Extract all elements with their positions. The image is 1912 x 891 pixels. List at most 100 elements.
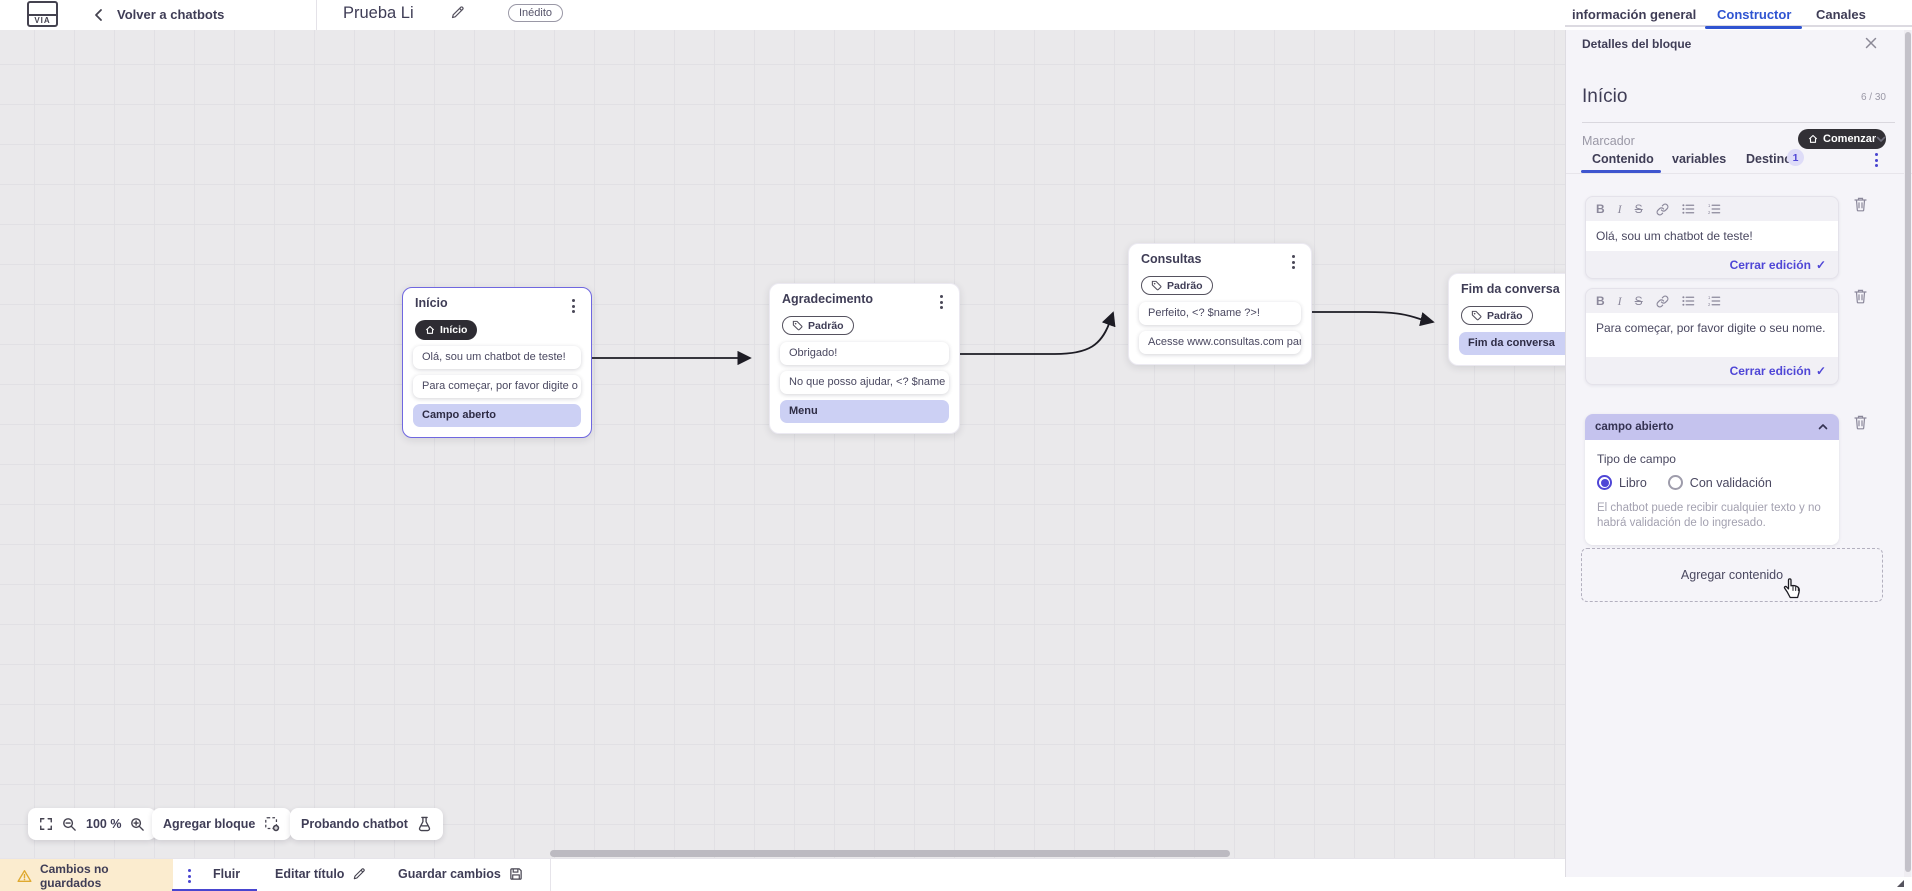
block-name-input[interactable]: Início	[1582, 86, 1628, 107]
node-end-row[interactable]: Fim da conversa	[1459, 332, 1565, 355]
node-menu-row[interactable]: Menu	[780, 400, 949, 423]
node-agradecimento[interactable]: Agradecimento Padrão Obrigado! No que po…	[769, 283, 960, 434]
node-open-field-row[interactable]: Campo aberto	[413, 404, 581, 427]
close-panel-button[interactable]	[1864, 36, 1878, 50]
bullet-list-button[interactable]	[1682, 203, 1695, 215]
delete-content-button[interactable]	[1853, 196, 1868, 212]
open-field-header[interactable]: campo abierto	[1585, 414, 1839, 440]
node-content-row[interactable]: Acesse www.consultas.com par...	[1139, 331, 1301, 354]
tab-constructor[interactable]: Constructor	[1717, 7, 1792, 22]
check-icon: ✓	[1815, 363, 1826, 378]
scrollbar-corner	[1897, 880, 1904, 887]
open-field-body: Tipo de campo Libro Con validación El ch…	[1585, 440, 1839, 545]
node-content-row[interactable]: Olá, sou um chatbot de teste!	[413, 346, 581, 369]
panel-menu-button[interactable]	[1871, 150, 1882, 170]
node-title: Agradecimento	[782, 292, 873, 306]
back-to-chatbots-link[interactable]: Volver a chatbots	[117, 7, 225, 22]
radio-con-validacion-label[interactable]: Con validación	[1689, 475, 1772, 490]
node-consultas[interactable]: Consultas Padrão Perfeito, <? $name ?>! …	[1128, 243, 1312, 365]
app-logo[interactable]: VIA	[27, 1, 58, 27]
radio-libro-label[interactable]: Libro	[1619, 475, 1647, 490]
flow-canvas[interactable]: Início Início Olá, sou um chatbot de tes…	[0, 30, 1565, 858]
connection-wires	[592, 311, 1435, 366]
warning-icon	[17, 869, 32, 882]
test-chatbot-button[interactable]: Probando chatbot	[290, 808, 443, 840]
unsaved-changes-label: Cambios no guardados	[39, 861, 109, 890]
marker-dropdown-button[interactable]	[1875, 133, 1887, 145]
fit-view-button[interactable]	[39, 817, 53, 831]
svg-text:1: 1	[1708, 203, 1711, 208]
svg-text:2: 2	[1708, 302, 1711, 307]
bold-button[interactable]: B	[1596, 202, 1605, 216]
chevron-down-icon	[1876, 136, 1886, 142]
tag-icon	[1471, 310, 1482, 321]
tab-canales[interactable]: Canales	[1816, 7, 1866, 22]
zoom-controls: 100 %	[28, 808, 157, 840]
node-inicio[interactable]: Início Início Olá, sou um chatbot de tes…	[402, 287, 592, 438]
zoom-out-button[interactable]	[62, 817, 77, 832]
radio-libro[interactable]	[1597, 475, 1612, 490]
node-content-row[interactable]: Para começar, por favor digite o ...	[413, 375, 581, 398]
zoom-in-button[interactable]	[130, 817, 145, 832]
tab-fluir[interactable]: Fluir	[213, 867, 241, 881]
strikethrough-button[interactable]: S	[1634, 294, 1643, 308]
zoom-level: 100 %	[86, 817, 122, 831]
back-button[interactable]	[92, 8, 106, 22]
panel-scrollbar[interactable]	[1904, 32, 1911, 872]
tab-contenido[interactable]: Contenido	[1592, 152, 1654, 166]
destino-count-badge: 1	[1787, 149, 1804, 166]
wire-agradecimento-consultas	[960, 311, 1116, 355]
radio-con-validacion[interactable]	[1667, 475, 1683, 490]
link-button[interactable]	[1656, 295, 1669, 308]
message-text-input[interactable]: Olá, sou um chatbot de teste!	[1586, 221, 1838, 251]
char-counter: 6 / 30	[1860, 92, 1886, 103]
delete-content-button[interactable]	[1853, 288, 1868, 304]
bold-button[interactable]: B	[1596, 294, 1605, 308]
chevron-left-icon	[95, 9, 102, 21]
node-content-row[interactable]: Obrigado!	[780, 342, 949, 365]
message-text-input[interactable]: Para começar, por favor digite o seu nom…	[1586, 313, 1838, 357]
default-marker-pill: Padrão	[1461, 306, 1533, 325]
node-fim-da-conversa[interactable]: Fim da conversa Padrão Fim da conversa	[1448, 273, 1565, 366]
node-menu-button[interactable]	[1288, 252, 1299, 272]
horizontal-scrollbar[interactable]	[550, 850, 1230, 857]
panel-bottom-strip	[1565, 877, 1912, 891]
node-content-row[interactable]: Perfeito, <? $name ?>!	[1139, 302, 1301, 325]
link-button[interactable]	[1656, 203, 1669, 216]
active-panel-tab-underline	[1581, 170, 1661, 173]
tab-destino[interactable]: Destino	[1746, 152, 1792, 166]
block-details-panel: Detalles del bloque Início 6 / 30 Marcad…	[1565, 30, 1912, 877]
node-content-row[interactable]: No que posso ajudar, <? $name ...	[780, 371, 949, 394]
italic-button[interactable]: I	[1617, 201, 1622, 216]
open-field-card: campo abierto Tipo de campo Libro Con va…	[1585, 414, 1839, 545]
active-tab-underline	[1705, 26, 1802, 29]
close-edit-button[interactable]: Cerrar edición ✓	[1729, 363, 1826, 378]
node-menu-button[interactable]	[936, 292, 947, 312]
close-edit-button[interactable]: Cerrar edición ✓	[1729, 257, 1826, 272]
block-name-underline	[1582, 122, 1895, 123]
field-type-label: Tipo de campo	[1597, 452, 1676, 466]
edit-title-pencil-icon[interactable]	[450, 5, 465, 20]
save-changes-button[interactable]: Guardar cambios	[398, 867, 523, 881]
tab-informacion-general[interactable]: información general	[1572, 7, 1697, 22]
tab-variables[interactable]: variables	[1672, 152, 1727, 166]
top-bar: VIA Volver a chatbots Prueba Li Inédito …	[0, 0, 1912, 30]
panel-title: Detalles del bloque	[1582, 37, 1692, 51]
add-content-button[interactable]: Agregar contenido	[1581, 548, 1883, 602]
marker-value-pill[interactable]: Comenzar	[1798, 129, 1887, 149]
field-type-description: El chatbot puede recibir cualquier texto…	[1597, 502, 1821, 529]
home-icon	[425, 325, 435, 334]
flow-menu-button[interactable]	[184, 866, 195, 886]
bullet-list-button[interactable]	[1682, 295, 1695, 307]
strikethrough-button[interactable]: S	[1634, 202, 1643, 216]
italic-button[interactable]: I	[1617, 293, 1622, 308]
delete-open-field-button[interactable]	[1853, 414, 1868, 430]
add-block-button[interactable]: Agregar bloque	[152, 808, 292, 840]
svg-text:2: 2	[1708, 210, 1711, 215]
edit-title-button[interactable]: Editar título	[275, 867, 366, 881]
node-menu-button[interactable]	[568, 296, 579, 316]
chatbot-title: Prueba Li	[343, 4, 414, 22]
panel-tabs-border	[1566, 173, 1912, 174]
